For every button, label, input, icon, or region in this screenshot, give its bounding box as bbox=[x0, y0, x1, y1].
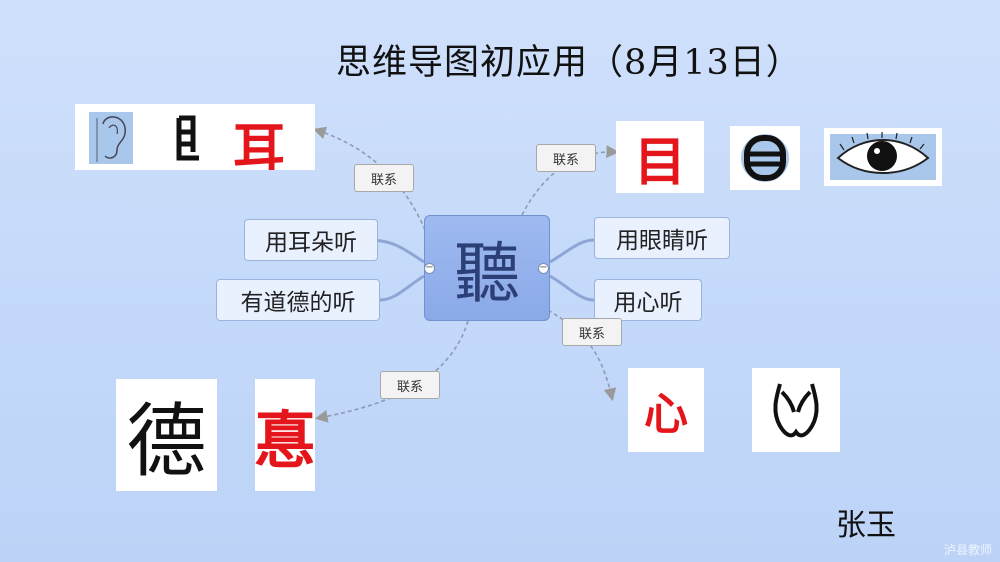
virtue-regular-box: 德 bbox=[116, 379, 217, 491]
collapse-right-icon[interactable]: − bbox=[538, 262, 549, 274]
ear-image-strip: 耳 bbox=[75, 104, 315, 170]
ear-character: 耳 bbox=[233, 118, 286, 170]
eye-drawing-icon bbox=[830, 132, 936, 180]
collapse-left-icon[interactable]: − bbox=[424, 262, 435, 274]
topic-ear[interactable]: 用耳朵听 bbox=[244, 219, 378, 261]
heart-character-box: 心 bbox=[628, 368, 704, 452]
virtue-character-variant: 惪 bbox=[255, 404, 315, 477]
branch-line-eye bbox=[549, 238, 595, 264]
author-name: 张玉 bbox=[836, 508, 896, 543]
topic-virtue[interactable]: 有道德的听 bbox=[216, 279, 380, 321]
eye-oracle-icon bbox=[730, 126, 800, 190]
central-topic[interactable]: 聽 bbox=[424, 215, 550, 321]
branch-line-virtue bbox=[379, 274, 425, 302]
eye-oracle-box bbox=[730, 126, 800, 190]
heart-oracle-icon bbox=[773, 383, 819, 438]
eye-character: 目 bbox=[633, 131, 686, 193]
virtue-character-regular: 德 bbox=[126, 395, 207, 488]
relation-label-virtue[interactable]: 联系 bbox=[380, 371, 440, 399]
virtue-variant-box: 惪 bbox=[255, 379, 315, 491]
watermark: 泸县教师 bbox=[943, 543, 992, 557]
page-title: 思维导图初应用（8月13日） bbox=[336, 43, 802, 83]
eye-drawing-box bbox=[824, 128, 942, 186]
eye-character-box: 目 bbox=[616, 121, 704, 193]
topic-eye[interactable]: 用眼睛听 bbox=[594, 217, 730, 259]
topic-heart[interactable]: 用心听 bbox=[594, 279, 702, 321]
branch-line-heart bbox=[549, 274, 595, 302]
relation-label-eye[interactable]: 联系 bbox=[536, 144, 596, 172]
relation-label-ear[interactable]: 联系 bbox=[354, 164, 414, 192]
heart-oracle-box bbox=[752, 368, 840, 452]
heart-character: 心 bbox=[644, 389, 688, 440]
ear-illustrations bbox=[89, 112, 207, 164]
relation-label-heart[interactable]: 联系 bbox=[562, 318, 622, 346]
relation-line-virtue bbox=[314, 320, 469, 423]
